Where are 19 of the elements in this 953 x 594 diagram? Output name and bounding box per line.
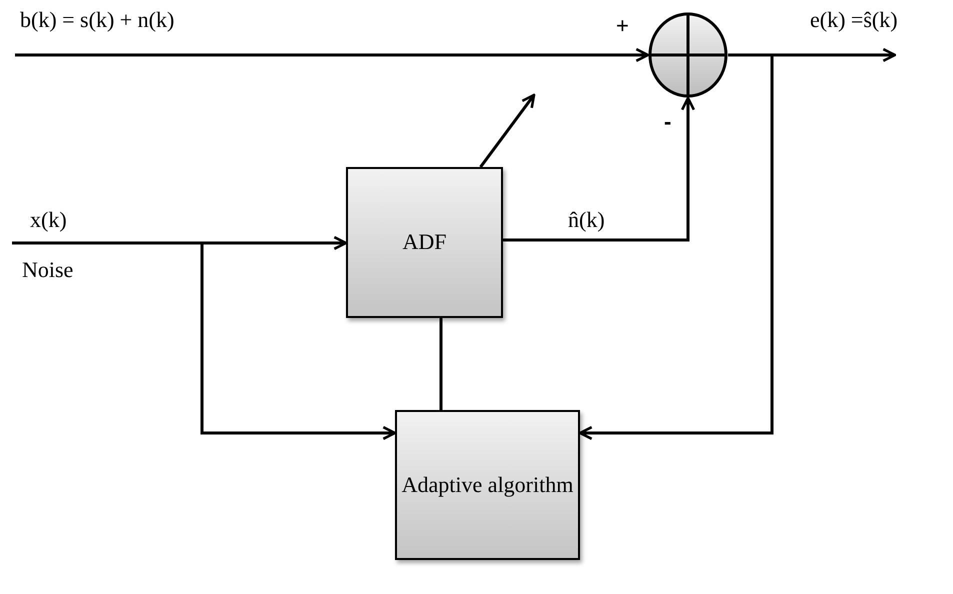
- arrow: [578, 54, 774, 440]
- plus-sign: +: [616, 14, 629, 38]
- signal-label: n̂(k): [568, 208, 605, 232]
- summing-junction: [648, 12, 728, 98]
- block-label: Adaptive algorithm: [402, 470, 574, 499]
- minus-sign: -: [664, 110, 672, 134]
- arrow: [200, 243, 396, 440]
- signal-label: x(k): [30, 208, 67, 232]
- connector-line: [440, 318, 442, 410]
- process-box: [346, 167, 503, 318]
- process-box: [395, 410, 580, 560]
- arrow: [503, 96, 696, 242]
- signal-label: Noise: [22, 258, 74, 282]
- arrow: [15, 48, 650, 62]
- block-label: ADF: [402, 228, 446, 256]
- arrow: [12, 236, 348, 250]
- arrow: [479, 94, 536, 168]
- signal-label: b(k) = s(k) + n(k): [20, 8, 174, 32]
- signal-label: e(k) =ŝ(k): [810, 8, 898, 32]
